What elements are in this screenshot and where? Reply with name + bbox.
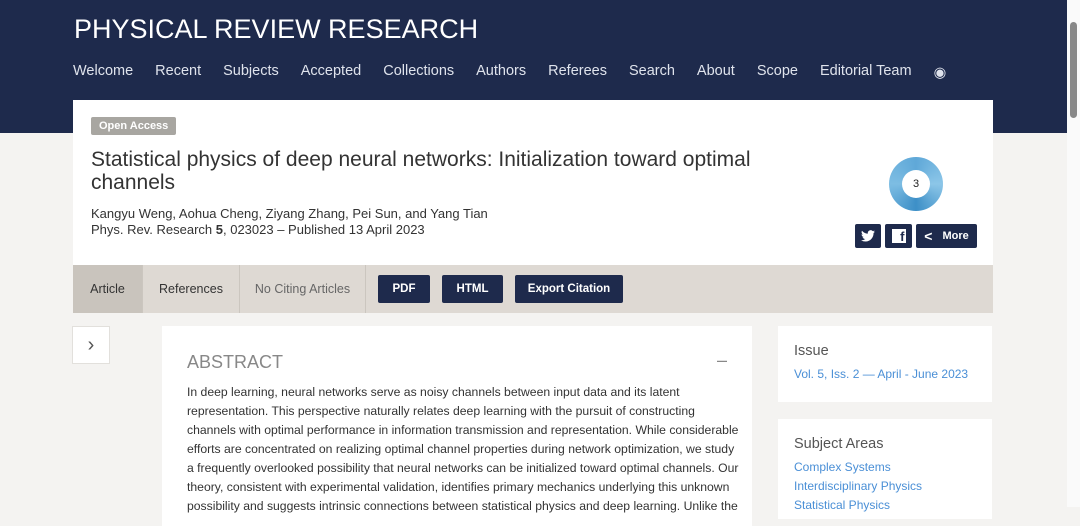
abstract-section: ABSTRACT – In deep learning, neural netw… <box>162 326 752 526</box>
citation-details: , 023023 – Published 13 April 2023 <box>223 222 425 237</box>
scrollbar[interactable] <box>1067 0 1080 507</box>
abstract-heading: ABSTRACT <box>187 352 284 372</box>
subject-areas-heading: Subject Areas <box>794 436 884 452</box>
html-button[interactable]: HTML <box>442 275 503 303</box>
more-label: More <box>942 230 969 242</box>
tab-article[interactable]: Article <box>73 265 143 313</box>
twitter-share-button[interactable] <box>855 224 881 248</box>
chevron-right-icon: › <box>87 333 95 356</box>
nav-accepted[interactable]: Accepted <box>300 63 362 79</box>
main-nav: Welcome Recent Subjects Accepted Collect… <box>73 63 968 81</box>
more-share-button[interactable]: < More <box>916 224 977 248</box>
journal-name: Phys. Rev. Research <box>91 222 216 237</box>
nav-scope[interactable]: Scope <box>756 63 798 79</box>
tab-citing-articles[interactable]: No Citing Articles <box>240 265 366 313</box>
open-access-badge: Open Access <box>91 117 177 135</box>
scrollbar-thumb[interactable] <box>1070 22 1077 118</box>
nav-search[interactable]: Search <box>628 63 675 79</box>
nav-welcome[interactable]: Welcome <box>73 63 134 79</box>
twitter-icon <box>861 230 875 242</box>
volume: 5 <box>215 222 223 237</box>
tab-references[interactable]: References <box>143 265 240 313</box>
nav-about[interactable]: About <box>696 63 735 79</box>
sidebar-toggle-button[interactable]: › <box>72 326 110 364</box>
article-authors[interactable]: Kangyu Weng, Aohua Cheng, Ziyang Zhang, … <box>91 206 488 221</box>
rss-icon[interactable]: ◉ <box>933 65 947 81</box>
nav-recent[interactable]: Recent <box>155 63 202 79</box>
article-tabs: Article References No Citing Articles PD… <box>73 265 993 313</box>
altmetric-badge[interactable]: 3 <box>889 157 943 211</box>
subject-link[interactable]: Statistical Physics <box>794 498 891 512</box>
collapse-icon[interactable]: – <box>717 350 728 370</box>
subject-areas-panel: Subject Areas Complex Systems Interdisci… <box>778 419 992 519</box>
altmetric-score: 3 <box>902 170 930 198</box>
nav-collections[interactable]: Collections <box>383 63 455 79</box>
nav-editorial-team[interactable]: Editorial Team <box>819 63 912 79</box>
abstract-text: In deep learning, neural networks serve … <box>187 385 739 513</box>
issue-link[interactable]: Vol. 5, Iss. 2 — April - June 2023 <box>794 367 969 381</box>
facebook-share-button[interactable]: f <box>885 224 912 248</box>
export-citation-button[interactable]: Export Citation <box>515 275 623 303</box>
subject-link[interactable]: Complex Systems <box>794 460 891 474</box>
nav-subjects[interactable]: Subjects <box>223 63 279 79</box>
subject-link[interactable]: Interdisciplinary Physics <box>794 479 923 493</box>
article-header: Open Access Statistical physics of deep … <box>73 100 993 265</box>
pdf-button[interactable]: PDF <box>378 275 430 303</box>
nav-authors[interactable]: Authors <box>476 63 527 79</box>
nav-referees[interactable]: Referees <box>548 63 607 79</box>
share-icon: < <box>924 228 933 244</box>
brand-logo[interactable]: PHYSICAL REVIEW RESEARCH <box>74 14 479 44</box>
article-title: Statistical physics of deep neural netwo… <box>91 148 751 194</box>
article-citation: Phys. Rev. Research 5, 023023 – Publishe… <box>91 222 425 237</box>
issue-panel: Issue Vol. 5, Iss. 2 — April - June 2023 <box>778 326 992 402</box>
issue-heading: Issue <box>794 343 829 359</box>
facebook-icon: f <box>891 229 906 244</box>
